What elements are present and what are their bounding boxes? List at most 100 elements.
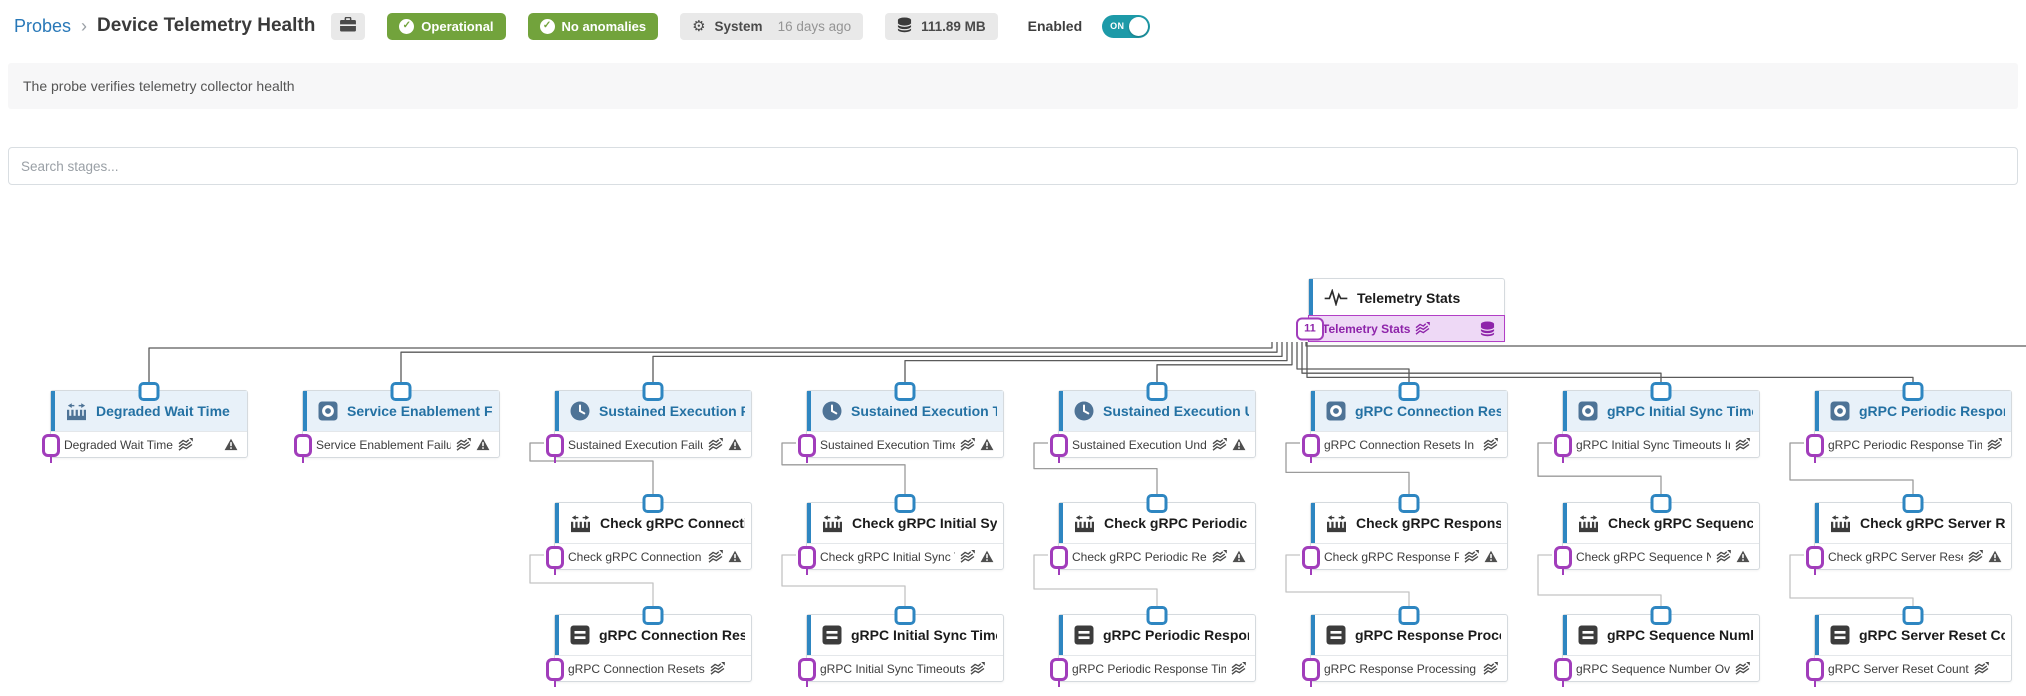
chart-icon[interactable] — [1968, 550, 1983, 563]
stage-node-header[interactable]: gRPC Periodic Response ... — [1059, 615, 1255, 655]
input-port[interactable] — [1806, 546, 1824, 569]
output-port[interactable] — [894, 382, 916, 401]
stage-metric-row[interactable]: Sustained Execution Failures — [555, 431, 751, 457]
output-port[interactable] — [642, 606, 664, 625]
stage-metric-row[interactable]: Check gRPC Periodic Resp... — [1059, 543, 1255, 569]
chart-icon[interactable] — [960, 550, 975, 563]
stage-node-header[interactable]: gRPC Initial Sync Timeou... — [1563, 391, 1759, 431]
stage-metric-row[interactable]: gRPC Sequence Number Ove... — [1563, 655, 1759, 681]
input-port[interactable] — [1050, 546, 1068, 569]
output-port[interactable] — [1146, 382, 1168, 401]
stage-node-header[interactable]: gRPC Initial Sync Timeouts — [807, 615, 1003, 655]
output-port[interactable] — [1902, 382, 1924, 401]
output-port[interactable] — [1398, 606, 1420, 625]
search-input[interactable] — [8, 147, 2018, 185]
output-port[interactable] — [894, 494, 916, 513]
input-port[interactable] — [546, 434, 564, 457]
output-port[interactable] — [1902, 606, 1924, 625]
chart-icon[interactable] — [1464, 550, 1479, 563]
stage-metric-row[interactable]: gRPC Initial Sync Timeouts In ... — [1563, 431, 1759, 457]
stage-node-header[interactable]: Check gRPC Connection ... — [555, 503, 751, 543]
chart-icon[interactable] — [1483, 438, 1498, 451]
stage-metric-row[interactable]: Degraded Wait Time — [51, 431, 247, 457]
output-port[interactable] — [1146, 494, 1168, 513]
input-port[interactable] — [1554, 658, 1572, 681]
stage-node-header[interactable]: Check gRPC Response Pr... — [1311, 503, 1507, 543]
output-port[interactable] — [1902, 494, 1924, 513]
stage-node-header[interactable]: Check gRPC Periodic Res... — [1059, 503, 1255, 543]
input-port[interactable] — [1050, 434, 1068, 457]
output-port[interactable] — [894, 606, 916, 625]
chart-icon[interactable] — [1974, 662, 1989, 675]
stage-metric-row[interactable]: gRPC Periodic Response Time... — [1815, 431, 2011, 457]
input-port[interactable] — [1554, 434, 1572, 457]
stage-node-header[interactable]: Sustained Execution Tim... — [807, 391, 1003, 431]
chart-icon[interactable] — [1212, 438, 1227, 451]
chart-icon[interactable] — [456, 438, 471, 451]
chart-icon[interactable] — [710, 662, 725, 675]
stage-metric-row[interactable]: 11 Telemetry Stats — [1296, 315, 1505, 342]
stage-metric-row[interactable]: Sustained Execution Under... — [1059, 431, 1255, 457]
stage-metric-row[interactable]: gRPC Connection Resets In L... — [1311, 431, 1507, 457]
input-port[interactable] — [1554, 546, 1572, 569]
stage-node-header[interactable]: Check gRPC Sequence N... — [1563, 503, 1759, 543]
input-port[interactable] — [1302, 434, 1320, 457]
input-port[interactable] — [42, 434, 60, 457]
output-port[interactable] — [1650, 606, 1672, 625]
stage-node-header[interactable]: gRPC Server Reset Count — [1815, 615, 2011, 655]
chart-icon[interactable] — [1483, 662, 1498, 675]
stage-metric-row[interactable]: Check gRPC Initial Sync Ti... — [807, 543, 1003, 569]
chart-icon[interactable] — [1987, 438, 2002, 451]
chart-icon[interactable] — [960, 438, 975, 451]
stage-node-header[interactable]: Check gRPC Server Reset... — [1815, 503, 2011, 543]
input-port[interactable] — [798, 434, 816, 457]
stage-node-header[interactable]: Telemetry Stats — [1309, 279, 1504, 316]
output-port[interactable] — [642, 494, 664, 513]
output-port[interactable] — [138, 382, 160, 401]
chart-icon[interactable] — [178, 438, 193, 451]
output-port[interactable] — [642, 382, 664, 401]
input-port[interactable] — [546, 658, 564, 681]
input-port[interactable] — [798, 658, 816, 681]
stage-metric-row[interactable]: gRPC Connection Resets — [555, 655, 751, 681]
output-port[interactable] — [1398, 382, 1420, 401]
input-port[interactable] — [1302, 546, 1320, 569]
output-port[interactable] — [1650, 494, 1672, 513]
input-port[interactable] — [798, 546, 816, 569]
enabled-toggle[interactable]: ON — [1102, 14, 1151, 38]
stage-metric-row[interactable]: Check gRPC Response Pro... — [1311, 543, 1507, 569]
output-port[interactable] — [1146, 606, 1168, 625]
chart-icon[interactable] — [708, 438, 723, 451]
stage-metric-row[interactable]: gRPC Response Processing Fa... — [1311, 655, 1507, 681]
input-port[interactable] — [1806, 434, 1824, 457]
breadcrumb-probes-link[interactable]: Probes — [14, 15, 72, 36]
stage-node-header[interactable]: gRPC Sequence Number ... — [1563, 615, 1759, 655]
chart-icon[interactable] — [1735, 438, 1750, 451]
chart-icon[interactable] — [1735, 662, 1750, 675]
stage-metric-row[interactable]: gRPC Initial Sync Timeouts — [807, 655, 1003, 681]
chart-icon[interactable] — [1212, 550, 1227, 563]
stage-metric-row[interactable]: gRPC Server Reset Count — [1815, 655, 2011, 681]
stage-node-header[interactable]: Check gRPC Initial Sync T... — [807, 503, 1003, 543]
stage-metric-row[interactable]: Check gRPC Server Reset ... — [1815, 543, 2011, 569]
input-port[interactable] — [1806, 658, 1824, 681]
input-port[interactable] — [1302, 658, 1320, 681]
output-port[interactable] — [1398, 494, 1420, 513]
collapsed-count-badge[interactable]: 11 — [1296, 317, 1324, 340]
chart-icon[interactable] — [1231, 662, 1246, 675]
chart-icon[interactable] — [1415, 322, 1431, 335]
chart-icon[interactable] — [708, 550, 723, 563]
output-port[interactable] — [390, 382, 412, 401]
chart-icon[interactable] — [1716, 550, 1731, 563]
input-port[interactable] — [1050, 658, 1068, 681]
stage-metric-row[interactable]: gRPC Periodic Response Time... — [1059, 655, 1255, 681]
input-port[interactable] — [546, 546, 564, 569]
stage-metric-row[interactable]: Service Enablement Failures — [303, 431, 499, 457]
probe-type-button[interactable] — [331, 12, 366, 40]
stage-node-header[interactable]: gRPC Response Processi... — [1311, 615, 1507, 655]
chart-icon[interactable] — [970, 662, 986, 675]
stage-metric-row[interactable]: Sustained Execution Timeo... — [807, 431, 1003, 457]
stage-node-header[interactable]: gRPC Connection Resets — [555, 615, 751, 655]
stage-metric-row[interactable]: Check gRPC Sequence Nu... — [1563, 543, 1759, 569]
input-port[interactable] — [294, 434, 312, 457]
